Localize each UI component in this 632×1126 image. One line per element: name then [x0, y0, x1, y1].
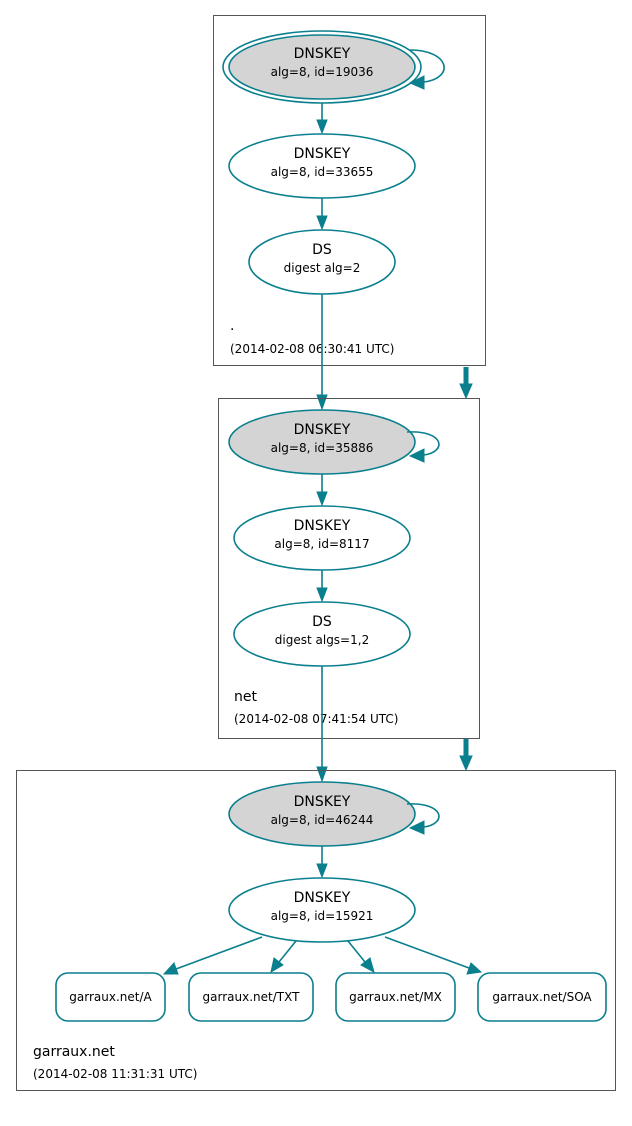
garraux-arrowhead-to-txt — [270, 957, 284, 974]
zone-net-timestamp: (2014-02-08 07:41:54 UTC) — [234, 712, 398, 726]
rrset-txt-node[interactable]: garraux.net/TXT — [188, 972, 314, 1022]
garraux-dnskey-46244-self-arrowhead — [408, 820, 425, 835]
net-dnskey-35886-self-edge — [406, 431, 440, 456]
rrset-mx-node[interactable]: garraux.net/MX — [335, 972, 456, 1022]
zone-net-box — [218, 398, 480, 739]
garraux-edge-to-txt — [278, 940, 297, 963]
rrset-a-label: garraux.net/A — [69, 990, 152, 1004]
delegation-root-to-net-arrowhead — [459, 383, 473, 400]
garraux-dnskey-46244-sub: alg=8, id=46244 — [271, 813, 374, 827]
zone-root-timestamp: (2014-02-08 06:30:41 UTC) — [230, 342, 394, 356]
rrset-mx-box — [335, 972, 456, 1022]
net-ds-sub: digest algs=1,2 — [275, 633, 369, 647]
rrset-a-box — [55, 972, 166, 1022]
root-dnskey-19036-node[interactable]: DNSKEY alg=8, id=19036 — [222, 30, 422, 104]
root-dnskey-33655-node[interactable]: DNSKEY alg=8, id=33655 — [228, 133, 416, 199]
zone-garraux-name: garraux.net — [33, 1044, 115, 1060]
net-dnskey-35886-self-arrowhead — [408, 448, 425, 463]
arrowhead-net-ds-to-garraux-dnskey — [316, 766, 328, 783]
zone-net-name: net — [234, 689, 257, 705]
delegation-net-to-garraux-arrowhead — [459, 755, 473, 772]
net-ds-node[interactable]: DS digest algs=1,2 — [233, 601, 411, 667]
garraux-arrowhead-to-soa — [466, 962, 483, 975]
zone-root: DNSKEY alg=8, id=19036 DNSKEY alg=8, id=… — [213, 15, 486, 366]
net-arrowhead-35886-8117 — [316, 491, 328, 507]
arrowhead-root-ds-to-net-dnskey — [316, 394, 328, 411]
rrset-a-node[interactable]: garraux.net/A — [55, 972, 166, 1022]
zone-root-box — [213, 15, 486, 366]
root-ds-node[interactable]: DS digest alg=2 — [248, 229, 396, 295]
rrset-txt-box — [188, 972, 314, 1022]
garraux-arrowhead-to-mx — [360, 957, 375, 974]
garraux-edge-to-mx — [347, 940, 366, 963]
net-dnskey-8117-sub: alg=8, id=8117 — [274, 537, 369, 551]
garraux-dnskey-46244-node[interactable]: DNSKEY alg=8, id=46244 — [228, 781, 416, 847]
garraux-dnskey-15921-sub: alg=8, id=15921 — [271, 909, 374, 923]
garraux-dnskey-46244-self-edge — [406, 803, 440, 828]
garraux-edge-to-a — [175, 936, 263, 970]
root-ds-sub: digest alg=2 — [284, 261, 361, 275]
rrset-txt-label: garraux.net/TXT — [203, 990, 301, 1004]
net-ds-title: DS — [312, 614, 332, 630]
garraux-arrowhead-to-a — [162, 962, 179, 975]
net-dnskey-8117-node[interactable]: DNSKEY alg=8, id=8117 — [233, 505, 411, 571]
root-dnskey-19036-self-edge — [409, 49, 445, 83]
root-arrowhead-33655-ds — [316, 215, 328, 231]
zone-net: DNSKEY alg=8, id=35886 DNSKEY alg=8, id=… — [218, 398, 480, 739]
zone-root-name: . — [230, 318, 234, 334]
rrset-mx-label: garraux.net/MX — [349, 990, 442, 1004]
root-dnskey-19036-title: DNSKEY — [294, 46, 351, 62]
garraux-dnskey-15921-ellipse — [228, 877, 416, 943]
zone-garraux: DNSKEY alg=8, id=46244 DNSKEY alg=8, id=… — [16, 770, 616, 1091]
net-arrowhead-8117-ds — [316, 587, 328, 603]
rrset-soa-label: garraux.net/SOA — [492, 990, 592, 1004]
root-dnskey-19036-self-arrowhead — [408, 75, 425, 90]
garraux-edge-to-soa — [384, 936, 470, 969]
rrset-soa-node[interactable]: garraux.net/SOA — [477, 972, 607, 1022]
net-dnskey-35886-node[interactable]: DNSKEY alg=8, id=35886 — [228, 409, 416, 475]
rrset-soa-box — [477, 972, 607, 1022]
root-dnskey-19036-ellipse — [228, 34, 416, 100]
net-dnskey-8117-title: DNSKEY — [294, 518, 351, 534]
zone-garraux-timestamp: (2014-02-08 11:31:31 UTC) — [33, 1067, 197, 1081]
net-dnskey-35886-title: DNSKEY — [294, 422, 351, 438]
garraux-dnskey-15921-title: DNSKEY — [294, 890, 351, 906]
net-dnskey-35886-sub: alg=8, id=35886 — [271, 441, 374, 455]
garraux-dnskey-15921-node[interactable]: DNSKEY alg=8, id=15921 — [228, 877, 416, 943]
garraux-arrowhead-46244-15921 — [316, 863, 328, 879]
root-dnskey-19036-sub: alg=8, id=19036 — [271, 65, 374, 79]
root-ds-title: DS — [312, 242, 332, 258]
root-dnskey-33655-title: DNSKEY — [294, 146, 351, 162]
garraux-dnskey-46244-title: DNSKEY — [294, 794, 351, 810]
root-arrowhead-19036-33655 — [316, 119, 328, 135]
root-dnskey-33655-sub: alg=8, id=33655 — [271, 165, 374, 179]
zone-garraux-box — [16, 770, 616, 1091]
